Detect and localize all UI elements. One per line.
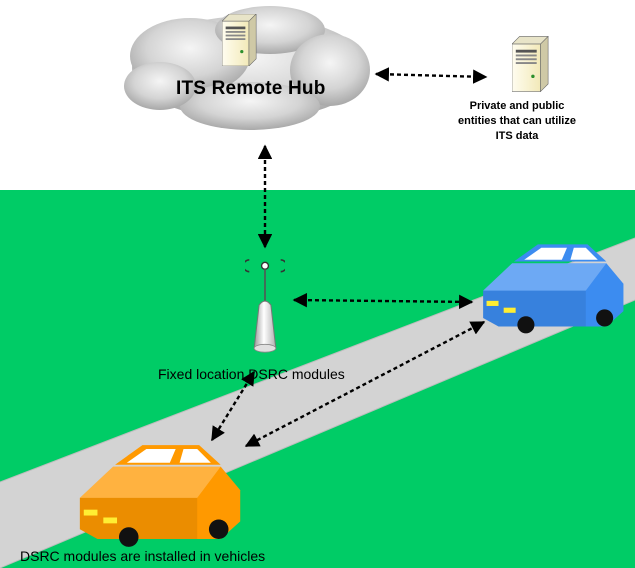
hub-label: ITS Remote Hub [176,78,326,99]
tower-bluecar-link-arrow [292,292,474,310]
tower-orangecar-link-arrow [210,370,256,442]
car-to-car-link-arrow [244,320,486,448]
entities-server-icon [512,36,549,92]
hub-entities-link-arrow [374,67,488,84]
entities-label: Private and public entities that can uti… [458,100,576,142]
vehicle-modules-label: DSRC modules are installed in vehicles [20,548,266,564]
cloud-icon [124,6,370,130]
hub-server-icon [222,14,257,66]
fixed-modules-label: Fixed location DSRC modules [158,366,345,382]
